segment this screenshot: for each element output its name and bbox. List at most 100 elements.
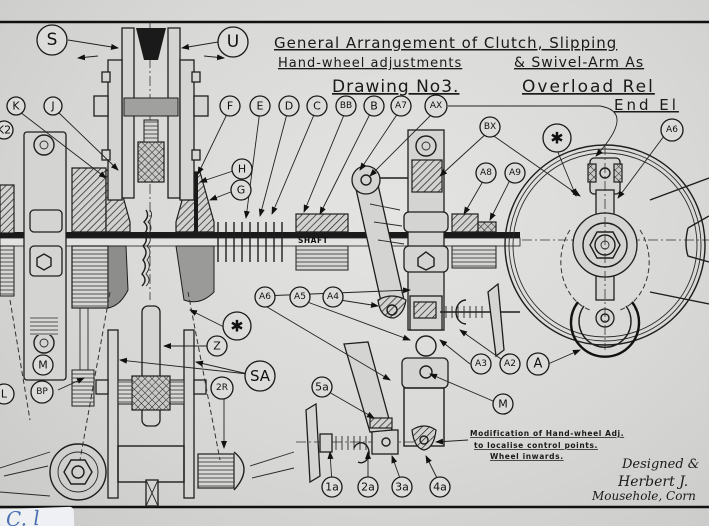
callout-m-left: M xyxy=(32,354,54,376)
svg-text:H: H xyxy=(238,163,246,176)
title-line-2b: & Swivel-Arm As xyxy=(514,55,644,71)
callout-bp: BP xyxy=(30,380,54,404)
title-line-2a: Hand-wheel adjustments xyxy=(278,56,462,71)
svg-text:1a: 1a xyxy=(325,481,339,494)
callout-z: Z xyxy=(206,335,228,357)
callout-e: E xyxy=(249,95,271,117)
bp-block xyxy=(71,369,95,407)
callout-a5: A5 xyxy=(289,286,311,308)
svg-text:A9: A9 xyxy=(509,168,521,178)
svg-text:5a: 5a xyxy=(315,381,329,394)
svg-text:A: A xyxy=(534,357,543,372)
bottom-handwheel xyxy=(296,341,437,484)
callout-bx: BX xyxy=(479,116,501,138)
callout-a2: A2 xyxy=(499,353,521,375)
svg-text:K2: K2 xyxy=(0,124,11,137)
svg-text:Wheel inwards.: Wheel inwards. xyxy=(490,452,564,461)
callout-d: D xyxy=(278,95,300,117)
callout-star-bottom: ✱ xyxy=(222,311,252,341)
svg-text:✱: ✱ xyxy=(550,129,563,148)
svg-text:3a: 3a xyxy=(395,481,409,494)
callout-a7: A7 xyxy=(390,95,412,117)
callout-4a: 4a xyxy=(429,476,451,498)
title-block: General Arrangement of Clutch, Slipping … xyxy=(274,34,679,114)
handwritten-note: C. l xyxy=(5,505,41,526)
svg-text:M: M xyxy=(498,398,508,411)
callout-c: C xyxy=(306,95,328,117)
svg-text:2R: 2R xyxy=(216,383,228,393)
callout-b: B xyxy=(363,95,385,117)
svg-text:BX: BX xyxy=(484,122,496,132)
svg-text:AX: AX xyxy=(430,101,442,111)
svg-text:A2: A2 xyxy=(504,359,516,369)
svg-text:U: U xyxy=(227,32,239,52)
svg-text:2a: 2a xyxy=(361,481,375,494)
svg-text:G: G xyxy=(237,184,246,197)
svg-text:J: J xyxy=(50,100,54,113)
end-elevation-wheel xyxy=(504,144,709,358)
callout-1a: 1a xyxy=(321,476,343,498)
callout-2a: 2a xyxy=(357,476,379,498)
callout-g: G xyxy=(230,179,252,201)
callout-a: A xyxy=(526,352,550,376)
clutch-cone-right xyxy=(175,171,215,303)
svg-text:BB: BB xyxy=(340,101,352,111)
modification-note: Modification of Hand-wheel Adj. to local… xyxy=(470,429,624,461)
callout-k2: K2 xyxy=(0,120,14,140)
callout-l: L xyxy=(0,383,15,405)
svg-text:Z: Z xyxy=(213,340,221,353)
callout-u: U xyxy=(217,26,249,58)
svg-text:A5: A5 xyxy=(294,292,306,302)
shaft-label-right: SHAFT xyxy=(298,236,329,245)
paper-scrap: C. l xyxy=(0,505,75,526)
bearing-a8 xyxy=(451,213,479,233)
swivel-column xyxy=(401,129,449,447)
callout-a6-top: A6 xyxy=(660,118,684,142)
svg-text:A6: A6 xyxy=(259,292,271,302)
callout-j: J xyxy=(43,96,63,116)
svg-text:A7: A7 xyxy=(395,101,407,111)
svg-text:4a: 4a xyxy=(433,481,447,494)
drawing-number: Drawing No3. xyxy=(332,77,459,97)
title-line-4: End El xyxy=(614,96,679,114)
bottom-frame xyxy=(95,305,207,507)
svg-text:A4: A4 xyxy=(327,292,339,302)
title-line-3b: Overload Rel xyxy=(522,77,655,97)
callout-a8: A8 xyxy=(475,162,497,184)
callout-ax: AX xyxy=(424,94,448,118)
callout-s: S xyxy=(36,24,68,56)
callout-star: ✱ xyxy=(542,123,572,153)
callout-f: F xyxy=(219,95,241,117)
bottom-left-nut xyxy=(0,443,107,501)
callout-bb: BB xyxy=(335,95,357,117)
callout-k: K xyxy=(6,96,26,116)
svg-text:BP: BP xyxy=(36,387,48,397)
swivel-arm-left xyxy=(23,131,67,381)
bearing-a9 xyxy=(477,221,497,233)
svg-text:L: L xyxy=(1,388,8,401)
svg-text:Designed &: Designed & xyxy=(621,457,699,472)
svg-text:Modification of Hand-wheel Adj: Modification of Hand-wheel Adj. xyxy=(470,429,624,438)
svg-text:A8: A8 xyxy=(480,168,492,178)
svg-text:M: M xyxy=(38,359,48,372)
svg-text:Herbert J.: Herbert J. xyxy=(617,474,688,490)
svg-text:to localise control points.: to localise control points. xyxy=(474,441,598,450)
svg-text:D: D xyxy=(285,100,293,113)
gear-cluster-2r xyxy=(197,451,295,491)
svg-text:S: S xyxy=(47,30,58,50)
svg-text:Mousehole, Corn: Mousehole, Corn xyxy=(591,489,696,503)
callout-5a: 5a xyxy=(311,376,333,398)
svg-text:E: E xyxy=(257,100,264,113)
top-pulley xyxy=(93,27,209,201)
designer-signature: Designed & Herbert J. Mousehole, Corn xyxy=(591,457,699,503)
callout-a6: A6 xyxy=(254,286,276,308)
svg-text:SA: SA xyxy=(250,367,271,385)
svg-text:C: C xyxy=(313,100,321,113)
callout-h: H xyxy=(231,158,253,180)
callout-a9: A9 xyxy=(504,162,526,184)
callout-m: M xyxy=(492,393,514,415)
callout-2r: 2R xyxy=(210,376,234,400)
callout-3a: 3a xyxy=(391,476,413,498)
